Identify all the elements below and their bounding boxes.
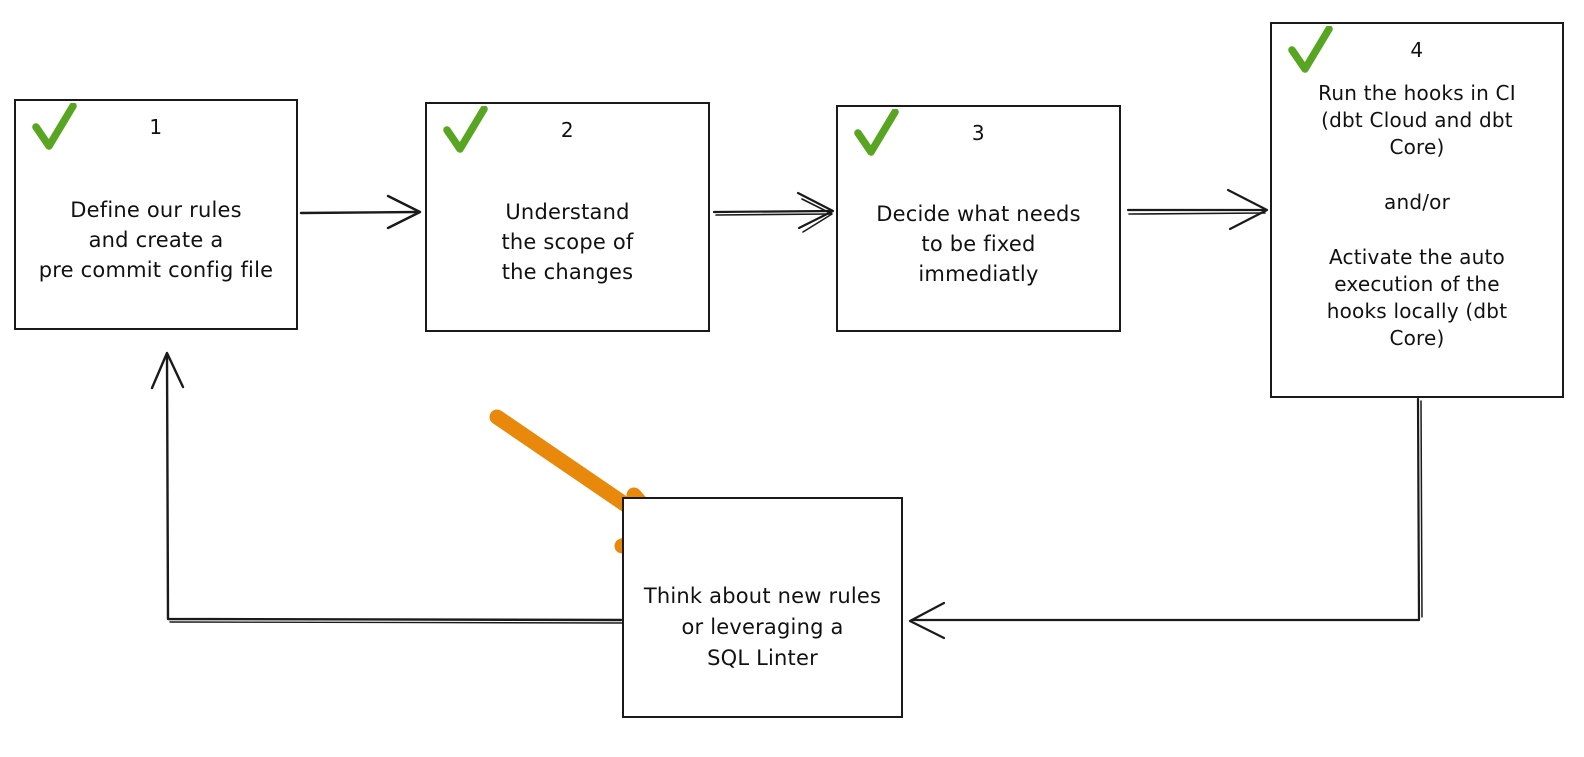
green-check-icon <box>443 106 488 153</box>
node-text-ci: Run the hooks in CI (dbt Cloud and dbt C… <box>1318 81 1516 159</box>
node-header: 4 <box>1272 24 1562 80</box>
flow-node-understand-scope[interactable]: 2 Understand the scope of the changes <box>425 102 710 332</box>
node-text: Think about new rules or leveraging a SQ… <box>643 584 882 670</box>
green-check-icon <box>854 109 899 156</box>
node-text: Decide what needs to be fixed immediatly <box>876 201 1081 286</box>
node-text: Define our rules and create a pre commit… <box>38 197 274 282</box>
connector-4-to-5 <box>908 397 1423 640</box>
node-header: 2 <box>427 104 708 160</box>
node-index-label: 4 <box>1410 38 1424 62</box>
flow-node-decide-fixes[interactable]: 3 Decide what needs to be fixed immediat… <box>836 105 1121 332</box>
node-body: Think about new rules or leveraging a SQ… <box>624 545 901 716</box>
node-header: 3 <box>838 107 1119 163</box>
connector-2-to-3 <box>712 191 835 233</box>
green-check-icon <box>32 103 77 150</box>
node-index-label: 3 <box>971 121 986 145</box>
node-body: Define our rules and create a pre commit… <box>16 157 296 328</box>
node-index-label: 1 <box>149 115 163 139</box>
flow-node-run-hooks[interactable]: 4 Run the hooks in CI (dbt Cloud and dbt… <box>1270 22 1564 398</box>
node-header <box>624 499 901 545</box>
green-check-icon <box>1288 26 1333 73</box>
connector-3-to-4 <box>1126 188 1269 231</box>
node-header: 1 <box>16 101 296 157</box>
connector-1-to-2 <box>299 194 422 230</box>
node-index-label: 2 <box>560 118 575 142</box>
node-body: Understand the scope of the changes <box>427 160 708 330</box>
node-body: Decide what needs to be fixed immediatly <box>838 163 1119 330</box>
flow-node-new-rules-linter[interactable]: Think about new rules or leveraging a SQ… <box>622 497 903 718</box>
node-text-local: Activate the auto execution of the hooks… <box>1326 245 1508 350</box>
node-body: Run the hooks in CI (dbt Cloud and dbt C… <box>1272 80 1562 396</box>
connector-5-to-1 <box>150 351 624 624</box>
node-text: Understand the scope of the changes <box>501 200 634 284</box>
flow-node-define-rules[interactable]: 1 Define our rules and create a pre comm… <box>14 99 298 330</box>
node-text-andor: and/or <box>1383 190 1451 214</box>
